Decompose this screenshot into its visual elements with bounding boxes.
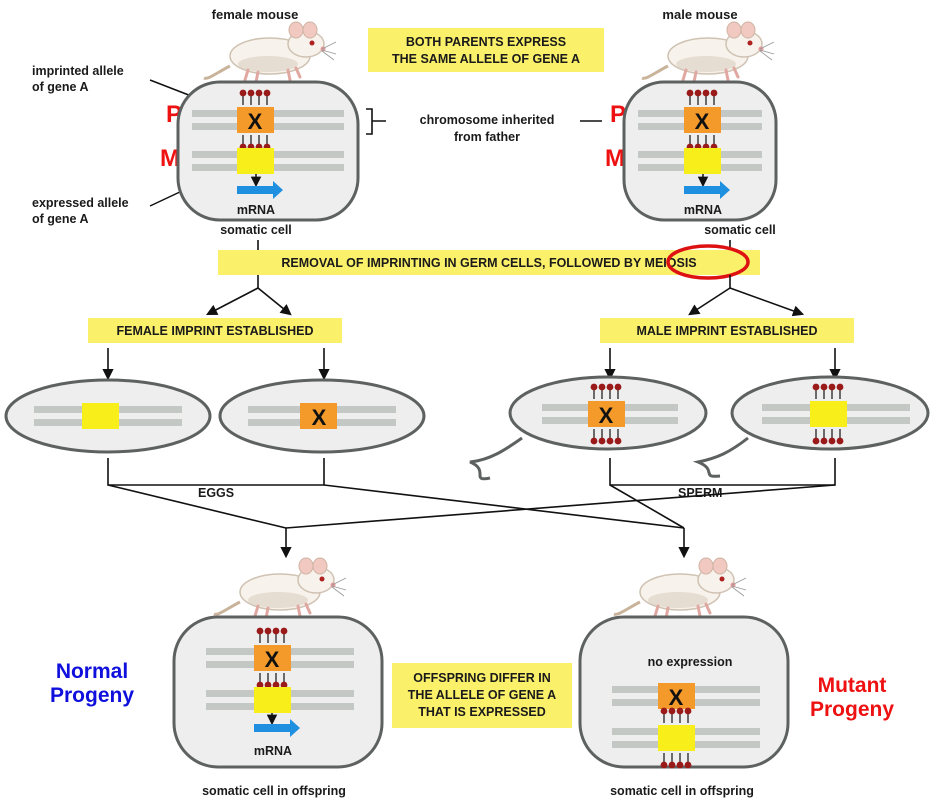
normal-offspring-mouse-icon	[212, 556, 348, 620]
m-label-male: M	[605, 145, 625, 172]
female-mouse-label: female mouse	[212, 7, 299, 22]
sperm-pair-link	[609, 458, 836, 486]
cross-line-egg-normal	[107, 484, 287, 529]
mutant-offspring-cell	[578, 615, 790, 770]
removal-text: REMOVAL OF IMPRINTING IN GERM CELLS, FOL…	[281, 256, 696, 270]
mrna-label-normal: mRNA	[254, 744, 292, 758]
somatic-cell-label-female: somatic cell	[220, 223, 292, 237]
female-imprint-box	[88, 318, 342, 343]
both-parents-line1: BOTH PARENTS EXPRESS	[406, 35, 566, 49]
offspring-differ-box	[392, 663, 572, 728]
male-mouse-icon	[640, 20, 776, 84]
cross-line-sperm-mutant	[609, 484, 685, 529]
cross-line-egg-mutant	[323, 484, 685, 529]
father-bracket	[366, 108, 386, 135]
female-somatic-cell	[176, 80, 360, 222]
male-somatic-cell	[622, 80, 778, 222]
offspring-differ-line2: THE ALLELE OF GENE A	[408, 688, 556, 702]
normal-offspring-cell	[172, 615, 384, 769]
split-arrow-right-a	[688, 287, 731, 316]
imprinted-allele-line2: of gene A	[32, 80, 88, 94]
no-expression-label: no expression	[648, 655, 733, 669]
sperm-cell-1	[469, 375, 708, 481]
female-mouse-icon	[202, 20, 338, 84]
x-mark-normal: X	[265, 647, 280, 672]
offspring-differ-line3: THAT IS EXPRESSED	[418, 705, 546, 719]
chrom-father-line2: from father	[454, 130, 520, 144]
sperm-cell-2	[692, 375, 930, 478]
split-arrow-right-b	[729, 287, 805, 317]
x-mark-male: X	[695, 109, 710, 134]
male-imprint-box	[600, 318, 854, 343]
somatic-offspring-label-normal: somatic cell in offspring	[202, 784, 346, 798]
offspring-differ-line1: OFFSPRING DIFFER IN	[413, 671, 551, 685]
mrna-label-female: mRNA	[237, 203, 275, 217]
p-label-male: P	[610, 101, 626, 128]
x-mark-female: X	[248, 109, 263, 134]
female-imprint-text: FEMALE IMPRINT ESTABLISHED	[117, 324, 314, 338]
male-mouse-label: male mouse	[662, 7, 737, 22]
expressed-allele-line2: of gene A	[32, 212, 88, 226]
expressed-allele-line1: expressed allele	[32, 196, 129, 210]
meiosis-highlight-circle	[666, 244, 750, 280]
normal-progeny-line1: Normal	[56, 660, 128, 683]
split-arrow-left-b	[257, 287, 292, 316]
both-parents-line2: THE SAME ALLELE OF GENE A	[392, 52, 580, 66]
mutant-progeny-line2: Progeny	[810, 698, 894, 721]
imprinted-allele-line1: imprinted allele	[32, 64, 124, 78]
both-parents-box	[368, 28, 604, 72]
mrna-label-male: mRNA	[684, 203, 722, 217]
chrom-father-line1: chromosome inherited	[420, 113, 555, 127]
x-mark-sperm: X	[599, 403, 614, 428]
eggs-label: EGGS	[198, 486, 234, 500]
sperm-label: SPERM	[678, 486, 722, 500]
m-label-female: M	[160, 145, 180, 172]
mutant-progeny-line1: Mutant	[818, 674, 887, 697]
somatic-offspring-label-mutant: somatic cell in offspring	[610, 784, 754, 798]
male-imprint-text: MALE IMPRINT ESTABLISHED	[636, 324, 817, 338]
x-mark-egg: X	[312, 405, 327, 430]
split-arrow-left-a	[206, 287, 259, 316]
mutant-offspring-mouse-icon	[612, 556, 748, 620]
egg-cell-2	[218, 378, 426, 454]
egg-cell-1	[4, 378, 212, 454]
x-mark-mutant: X	[669, 685, 684, 710]
normal-progeny-line2: Progeny	[50, 684, 134, 707]
cross-line-sperm-normal	[285, 484, 836, 529]
somatic-cell-label-male: somatic cell	[704, 223, 776, 237]
egg-pair-link	[107, 458, 325, 486]
